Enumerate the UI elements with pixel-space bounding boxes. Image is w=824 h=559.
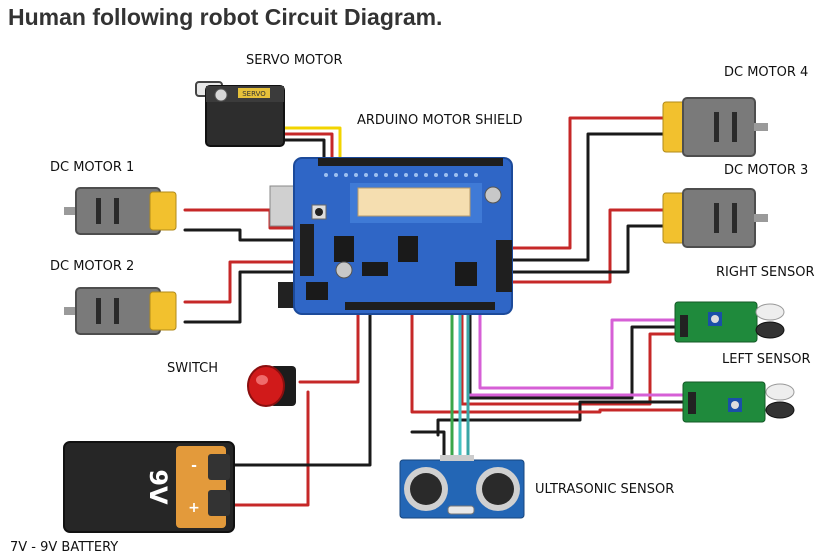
dc-motor-3	[662, 188, 768, 248]
wires	[183, 116, 685, 507]
motor-shield-label: ARDUINO MOTOR SHIELD	[357, 113, 523, 128]
battery-plus-text: +	[188, 500, 200, 516]
servo-wire-black	[278, 138, 326, 167]
power-wire-red-to-switch	[298, 308, 360, 384]
dc-motor-3-label: DC MOTOR 3	[724, 163, 809, 178]
ultrasonic-sensor-label: ULTRASONIC SENSOR	[535, 482, 675, 497]
ultrasonic-wire-black	[410, 430, 446, 462]
right-sensor	[674, 301, 785, 343]
left-sensor	[682, 381, 795, 423]
power-wire-black-to-battery	[228, 308, 372, 467]
battery-label: 7V - 9V BATTERY	[10, 540, 119, 555]
dc-motor-4-label: DC MOTOR 4	[724, 65, 809, 80]
motor4-wire-black	[510, 132, 665, 262]
servo-wire-yellow	[278, 126, 342, 167]
dc-motor-1	[64, 187, 177, 235]
motor1-wire-black	[183, 228, 307, 242]
right-sensor-wire-magenta	[478, 310, 677, 390]
motor3-wire-black	[510, 224, 665, 274]
battery-minus-text: -	[191, 458, 197, 474]
left-sensor-wire-black	[436, 400, 685, 437]
servo-motor: SERVO	[195, 81, 285, 147]
battery: - + 9V	[63, 441, 235, 533]
arduino-motor-shield	[269, 157, 513, 315]
battery-voltage-text: 9V	[144, 469, 172, 505]
motor2-wire-black	[183, 270, 307, 324]
push-switch	[247, 365, 296, 407]
servo-wire-red	[278, 132, 334, 167]
left-sensor-label: LEFT SENSOR	[722, 352, 811, 367]
left-sensor-wire-red	[410, 308, 685, 414]
page-title: Human following robot Circuit Diagram.	[8, 4, 443, 30]
right-sensor-wire-black	[468, 310, 677, 400]
servo-motor-label: SERVO MOTOR	[246, 53, 343, 68]
ultrasonic-sensor	[399, 455, 525, 519]
dc-motor-1-label: DC MOTOR 1	[50, 160, 135, 175]
right-sensor-wire-red	[460, 310, 677, 406]
dc-motor-2-label: DC MOTOR 2	[50, 259, 135, 274]
servo-brand-text: SERVO	[242, 90, 266, 98]
motor3-wire-red	[510, 208, 665, 284]
switch-wire-red-to-battery	[228, 390, 310, 507]
motor2-wire-red	[183, 260, 307, 304]
switch-label: SWITCH	[167, 361, 218, 376]
dc-motor-2	[64, 287, 177, 335]
dc-motor-4	[662, 97, 768, 157]
motor4-wire-red	[510, 116, 665, 250]
right-sensor-label: RIGHT SENSOR	[716, 265, 815, 280]
